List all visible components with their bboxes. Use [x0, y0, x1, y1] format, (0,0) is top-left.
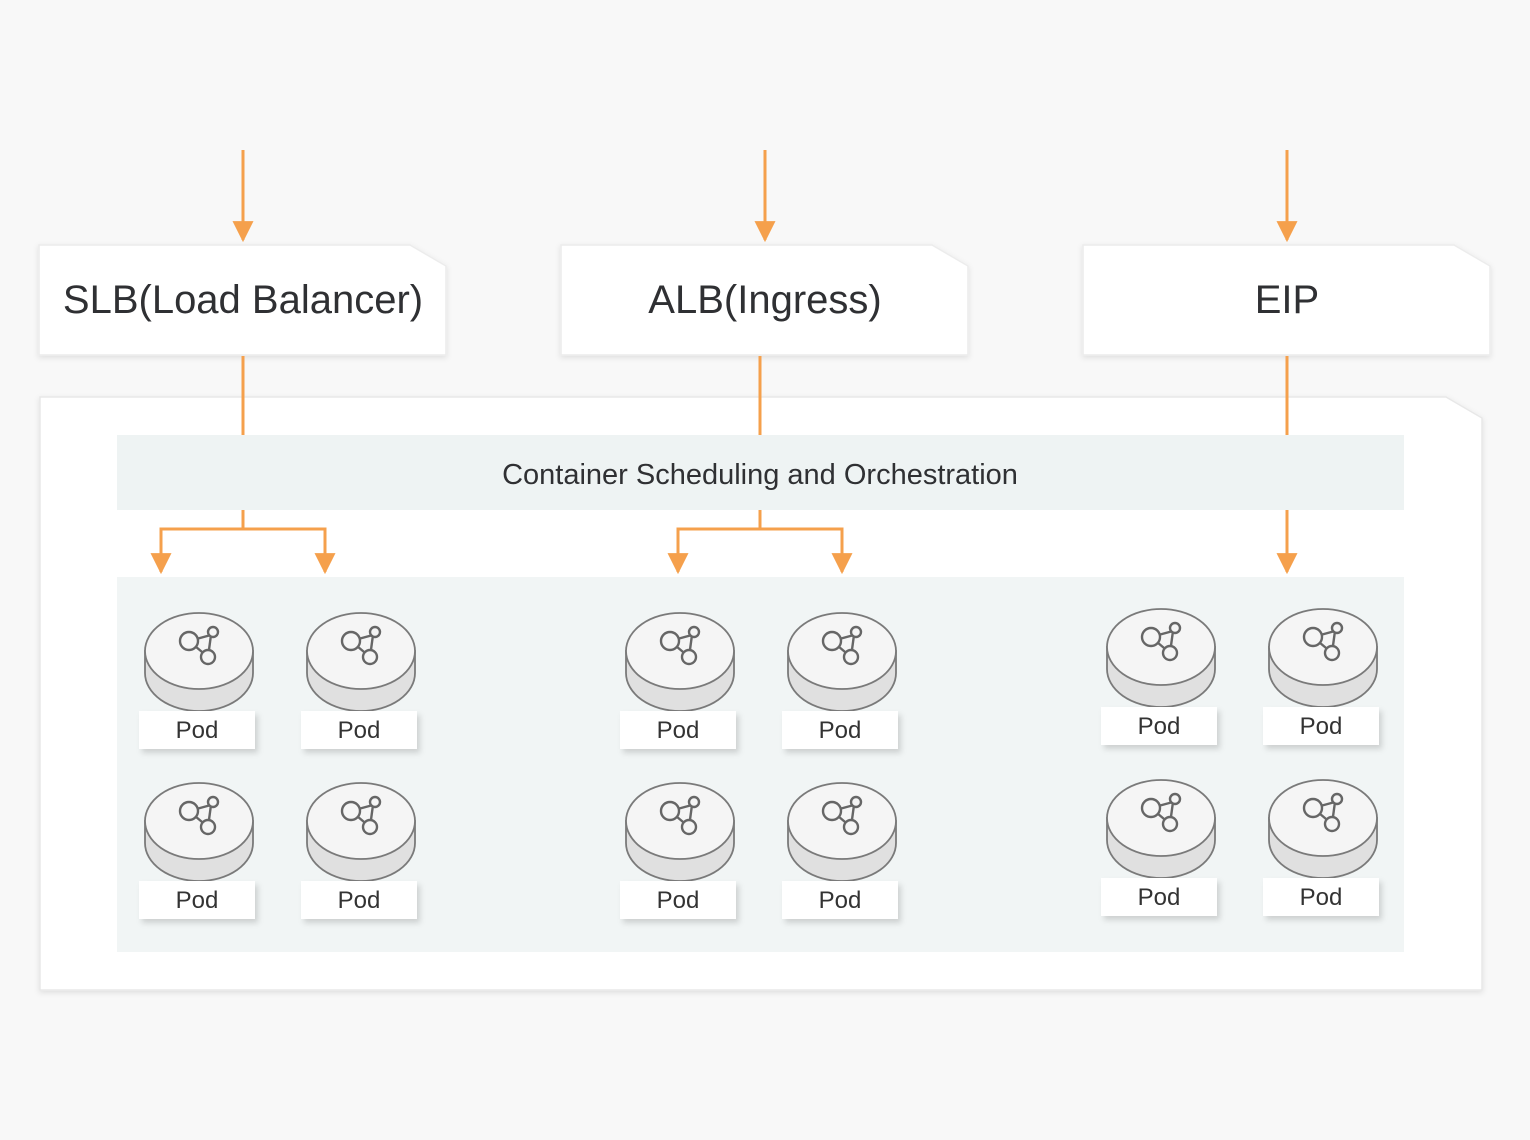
pod-label: Pod	[657, 887, 700, 914]
pod-network-icon	[659, 795, 701, 836]
pod-disk-top	[1268, 779, 1378, 857]
pod-network-icon	[821, 795, 863, 836]
pod-network-icon	[340, 795, 382, 836]
pod-disk-top	[625, 782, 735, 860]
pod-label-card	[1101, 878, 1217, 916]
pod-disk-top	[625, 612, 735, 690]
pod: Pod	[1263, 608, 1379, 745]
pod-network-icon	[1302, 621, 1344, 662]
pod-network-icon	[178, 795, 220, 836]
pod-disk-top	[1106, 608, 1216, 686]
connectors	[150, 150, 1298, 575]
pod-network-icon	[821, 625, 863, 666]
pod: Pod	[139, 782, 255, 919]
entry-box-eip: EIP	[1082, 244, 1491, 356]
pod-label: Pod	[1300, 713, 1343, 740]
pod-network-icon	[1140, 621, 1182, 662]
entry-label-eip: EIP	[1255, 278, 1319, 322]
pod-disk-top	[306, 612, 416, 690]
pod: Pod	[782, 782, 898, 919]
pod: Pod	[1101, 608, 1217, 745]
entry-label-alb: ALB(Ingress)	[648, 278, 881, 322]
pod: Pod	[301, 782, 417, 919]
pod-label-card	[620, 881, 736, 919]
pod: Pod	[1263, 779, 1379, 916]
pod: Pod	[139, 612, 255, 749]
pod-label-card	[139, 711, 255, 749]
scheduling-label: Container Scheduling and Orchestration	[502, 459, 1018, 491]
pod-label: Pod	[338, 887, 381, 914]
pod-network-icon	[178, 625, 220, 666]
pod-label: Pod	[176, 717, 219, 744]
pod-disk-top	[1106, 779, 1216, 857]
pod-network-icon	[1140, 792, 1182, 833]
pod-label-card	[139, 881, 255, 919]
pod: Pod	[620, 612, 736, 749]
pod-label-card	[301, 881, 417, 919]
pod-disk-top	[306, 782, 416, 860]
pod-disk-top	[1268, 608, 1378, 686]
pod-label-card	[1263, 878, 1379, 916]
pod-label: Pod	[819, 717, 862, 744]
pod: Pod	[620, 782, 736, 919]
pod-label: Pod	[176, 887, 219, 914]
pod-network-icon	[1302, 792, 1344, 833]
pod: Pod	[301, 612, 417, 749]
pod-label: Pod	[1138, 713, 1181, 740]
pod-disk-top	[144, 612, 254, 690]
entry-box-alb: ALB(Ingress)	[560, 244, 969, 356]
pod-label: Pod	[1300, 884, 1343, 911]
pod-disk-top	[787, 612, 897, 690]
pod-label: Pod	[657, 717, 700, 744]
pod-disk-top	[144, 782, 254, 860]
pod-label-card	[782, 881, 898, 919]
pod-network-icon	[340, 625, 382, 666]
pod-label-card	[1263, 707, 1379, 745]
pod-network-icon	[659, 625, 701, 666]
pod-label-card	[782, 711, 898, 749]
pod: Pod	[1101, 779, 1217, 916]
pod-label: Pod	[819, 887, 862, 914]
pod: Pod	[782, 612, 898, 749]
pod-label-card	[620, 711, 736, 749]
pod-label: Pod	[1138, 884, 1181, 911]
pod-label: Pod	[338, 717, 381, 744]
branch-slb	[159, 510, 245, 547]
entry-box-slb: SLB(Load Balancer)	[38, 244, 447, 356]
pod-label-card	[301, 711, 417, 749]
scheduling-band	[117, 435, 1404, 510]
branch-alb	[676, 510, 762, 547]
pod-disk-top	[787, 782, 897, 860]
pod-label-card	[1101, 707, 1217, 745]
entry-label-slb: SLB(Load Balancer)	[63, 278, 423, 322]
